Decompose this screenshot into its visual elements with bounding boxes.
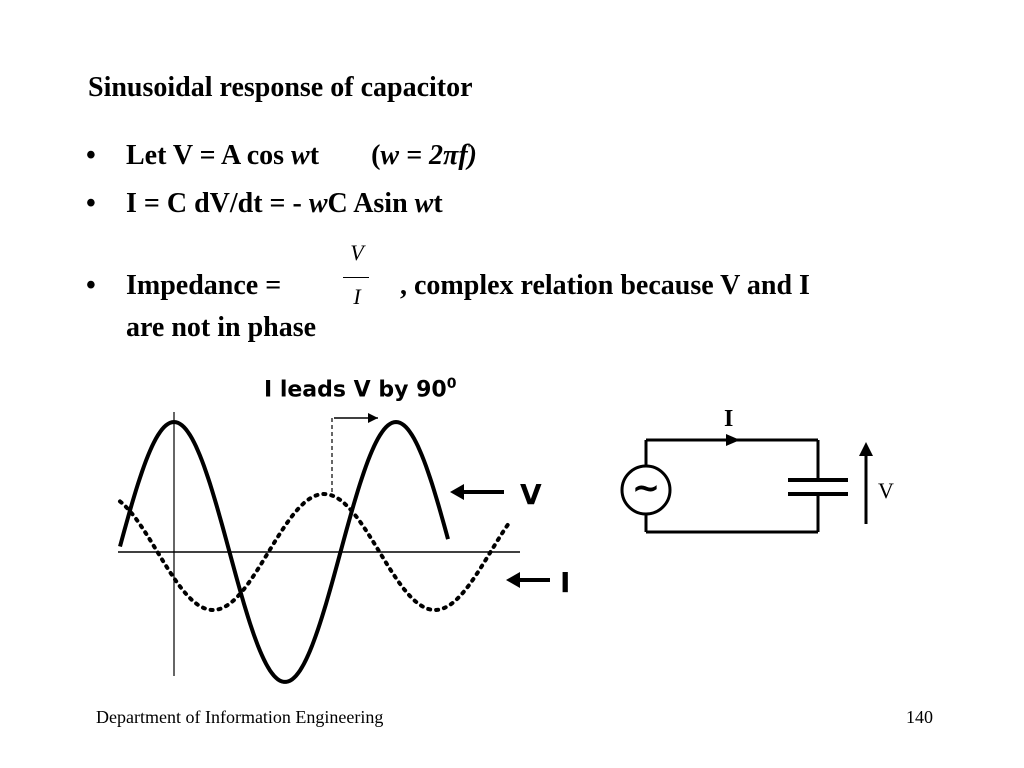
current-direction-arrow-icon — [726, 434, 740, 446]
voltage-curve — [118, 419, 450, 684]
bullet-2-pre: I = C dV/dt = - — [126, 188, 309, 219]
f-symbol: f — [458, 140, 468, 171]
i-pointer-arrowhead — [506, 572, 520, 588]
footer-department: Department of Information Engineering — [96, 707, 384, 727]
paren-open: ( — [371, 140, 381, 171]
circuit-current-label: I — [724, 406, 734, 432]
circuit-voltage-label: V — [878, 478, 894, 503]
v-curve-label: V — [520, 478, 542, 511]
bullet-1-let: Let V = A cos — [126, 140, 292, 171]
bullet-dot: • — [86, 270, 96, 301]
fraction-bar — [343, 277, 369, 278]
paren-close: ) — [467, 140, 477, 171]
bullet-2-mid: C Asin — [327, 188, 415, 219]
omega-symbol: w — [308, 188, 328, 219]
phase-annotation-degree: 0 — [446, 376, 457, 392]
pi-symbol: π — [443, 140, 459, 171]
phase-annotation-text: I leads V by 90 — [264, 377, 447, 403]
bullet-3-post: , complex relation because V and I — [400, 270, 810, 301]
fraction-numerator: V — [350, 240, 364, 265]
phase-annotation: I leads V by 900 — [264, 376, 456, 402]
bullet-dot: • — [86, 140, 96, 171]
equals-two: = 2 — [399, 140, 444, 171]
fraction-denominator: I — [353, 284, 361, 309]
v-pointer-arrowhead — [450, 484, 464, 500]
t-symbol: t — [309, 140, 320, 171]
bullet-3-line2: are not in phase — [126, 312, 317, 343]
slide-title: Sinusoidal response of capacitor — [88, 72, 473, 103]
phase-arrowhead — [368, 413, 378, 423]
ac-source-symbol: ~ — [631, 468, 661, 508]
t-symbol: t — [433, 188, 443, 219]
voltage-arrowhead-icon — [859, 442, 873, 456]
capacitor-circuit — [620, 434, 873, 534]
current-curve — [118, 491, 510, 612]
bullet-3-pre: Impedance = — [126, 270, 282, 301]
bullet-dot: • — [86, 188, 96, 219]
i-curve-label: I — [560, 566, 571, 599]
ac-source-icon — [620, 464, 672, 516]
omega-symbol: w — [414, 188, 434, 219]
omega-symbol: w — [291, 140, 310, 171]
page-number: 140 — [906, 707, 933, 727]
omega-symbol: w — [380, 140, 400, 171]
